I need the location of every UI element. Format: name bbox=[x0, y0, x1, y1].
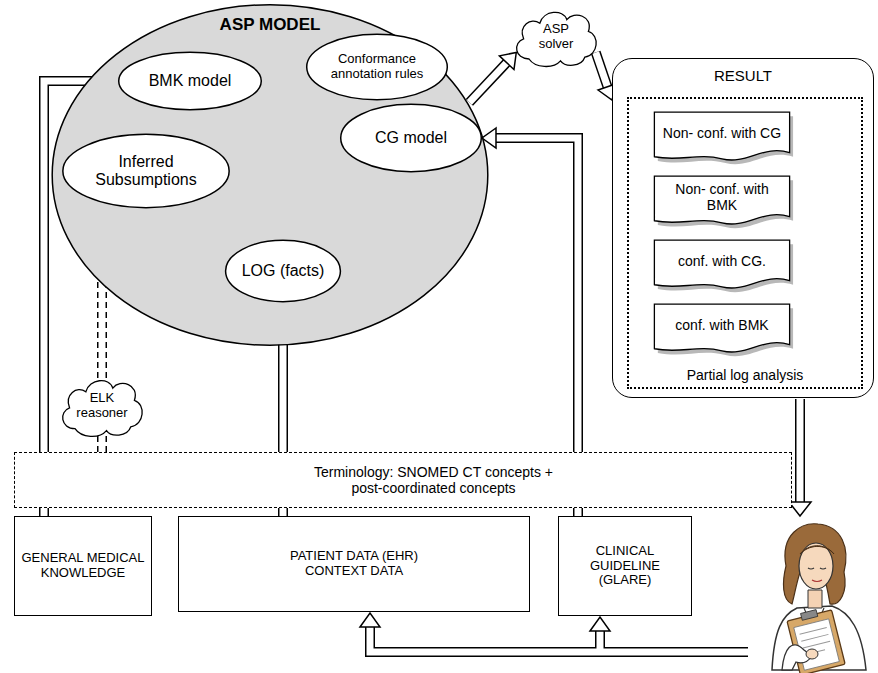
node-label: Non- conf. with CG bbox=[663, 125, 781, 141]
text-holder: ELK reasoner bbox=[57, 372, 147, 440]
text-holder: PATIENT DATA (EHR) CONTEXT DATA bbox=[179, 517, 529, 611]
cloud-shape bbox=[517, 12, 597, 66]
result-document: conf. with CG. bbox=[653, 239, 791, 291]
node-label: Conformance annotation rules bbox=[324, 52, 429, 82]
block-arrow bbox=[469, 52, 516, 102]
component-ellipse: LOG (facts) bbox=[225, 240, 341, 302]
text-holder: BMK model bbox=[118, 52, 262, 110]
arrow-head bbox=[360, 613, 380, 627]
node-label: conf. with CG. bbox=[678, 253, 766, 269]
document-shape bbox=[654, 240, 789, 288]
node-label: Inferred Subsumptions bbox=[84, 153, 208, 190]
node-label: ELK reasoner bbox=[71, 391, 134, 421]
arrow-fill bbox=[370, 626, 748, 652]
text-holder: Non- conf. with BMK bbox=[653, 171, 791, 223]
component-ellipse: BMK model bbox=[118, 52, 262, 110]
result-group: Partial log analysis Non- conf. with CG No… bbox=[627, 97, 863, 389]
arrow-head bbox=[590, 617, 610, 631]
result-document: conf. with BMK bbox=[653, 303, 791, 355]
source-box: GENERAL MEDICAL KNOWLEDGE bbox=[14, 516, 152, 616]
result-to-nurse-arrow bbox=[789, 399, 811, 516]
node-label: CLINICAL GUIDELINE (GLARE) bbox=[565, 544, 685, 589]
arrow-fill bbox=[596, 52, 608, 86]
node-label: LOG (facts) bbox=[242, 262, 325, 280]
ellipse-shape bbox=[226, 240, 341, 301]
arrow-outline bbox=[795, 399, 805, 502]
node-label: ASP solver bbox=[525, 22, 588, 52]
text-holder: GENERAL MEDICAL KNOWLEDGE bbox=[15, 517, 151, 615]
arrow-outline bbox=[596, 52, 608, 86]
reasoner-cloud: ELK reasoner bbox=[57, 372, 147, 440]
node-label: CG model bbox=[375, 129, 447, 147]
ellipse-shape bbox=[307, 34, 448, 99]
result-document: Non- conf. with CG bbox=[653, 111, 791, 163]
nurse-mouth bbox=[812, 580, 822, 582]
arrow-fill bbox=[597, 630, 604, 652]
nurse-fringe bbox=[800, 546, 834, 554]
node-label: Non- conf. with BMK bbox=[659, 181, 785, 213]
solver-cloud: ASP solver bbox=[511, 4, 601, 70]
text-holder: Non- conf. with CG bbox=[653, 107, 791, 159]
text-holder: CLINICAL GUIDELINE (GLARE) bbox=[559, 517, 691, 615]
nurse-hand bbox=[806, 649, 818, 659]
node-label: PATIENT DATA (EHR) CONTEXT DATA bbox=[264, 549, 444, 579]
arrow-head bbox=[789, 502, 811, 516]
text-holder: RESULT bbox=[613, 67, 873, 84]
ellipse-shape bbox=[119, 52, 262, 109]
text-holder: LOG (facts) bbox=[225, 240, 341, 302]
text-holder: conf. with BMK bbox=[653, 299, 791, 351]
text-holder: Terminology: SNOMED CT concepts + post-c… bbox=[301, 453, 566, 507]
heading-text: RESULT bbox=[714, 67, 772, 84]
heading-text: Partial log analysis bbox=[687, 367, 804, 383]
node-label: BMK model bbox=[149, 72, 232, 90]
arrow-outline bbox=[97, 435, 107, 452]
arrow-fill bbox=[797, 399, 804, 503]
node-label: Terminology: SNOMED CT concepts + post-c… bbox=[301, 464, 566, 496]
document-shape bbox=[654, 112, 789, 160]
result-panel: RESULT Partial log analysis Non- conf. wit… bbox=[612, 58, 874, 398]
arrow-outline bbox=[469, 63, 506, 103]
arrow-fill bbox=[99, 435, 106, 452]
node-label: GENERAL MEDICAL KNOWLEDGE bbox=[21, 551, 145, 581]
arrow-outline bbox=[595, 630, 605, 652]
component-ellipse: Conformance annotation rules bbox=[306, 34, 448, 100]
nurse-neck bbox=[808, 590, 822, 608]
ellipse-shape bbox=[63, 134, 229, 207]
text-holder: conf. with CG. bbox=[653, 235, 791, 287]
text-holder: ASP MODEL bbox=[50, 15, 490, 35]
ellipse-shape bbox=[341, 104, 482, 171]
result-document: Non- conf. with BMK bbox=[653, 175, 791, 227]
clipboard-clip bbox=[801, 610, 818, 621]
nurse-illustration bbox=[772, 524, 866, 673]
source-box: PATIENT DATA (EHR) CONTEXT DATA bbox=[178, 516, 530, 612]
ellipse-shape bbox=[52, 5, 488, 346]
component-ellipse: Inferred Subsumptions bbox=[62, 134, 230, 208]
arrow-head bbox=[499, 52, 516, 69]
nurse-eyes bbox=[808, 568, 826, 569]
source-box: CLINICAL GUIDELINE (GLARE) bbox=[558, 516, 692, 616]
text-holder: Partial log analysis bbox=[629, 367, 861, 383]
nurse-hair bbox=[784, 524, 846, 604]
terminology-band: Terminology: SNOMED CT concepts + post-c… bbox=[14, 452, 792, 508]
arrow-outline bbox=[370, 626, 748, 652]
node-label: conf. with BMK bbox=[675, 317, 768, 333]
cloud-shape bbox=[63, 381, 143, 437]
text-holder: ASP solver bbox=[511, 4, 601, 70]
component-ellipse: CG model bbox=[340, 104, 482, 172]
text-holder: Inferred Subsumptions bbox=[62, 134, 230, 208]
document-shape bbox=[654, 176, 789, 224]
document-shape bbox=[654, 304, 789, 352]
arrow-fill bbox=[469, 63, 506, 103]
text-holder: Conformance annotation rules bbox=[306, 34, 448, 100]
feedback-arrow bbox=[360, 613, 748, 652]
block-arrow bbox=[102, 435, 103, 452]
heading-text: ASP MODEL bbox=[220, 15, 321, 35]
model-ellipse: ASP MODEL BMK model Conformance annotation… bbox=[50, 3, 490, 347]
nurse-face bbox=[799, 543, 833, 589]
text-holder: CG model bbox=[340, 104, 482, 172]
